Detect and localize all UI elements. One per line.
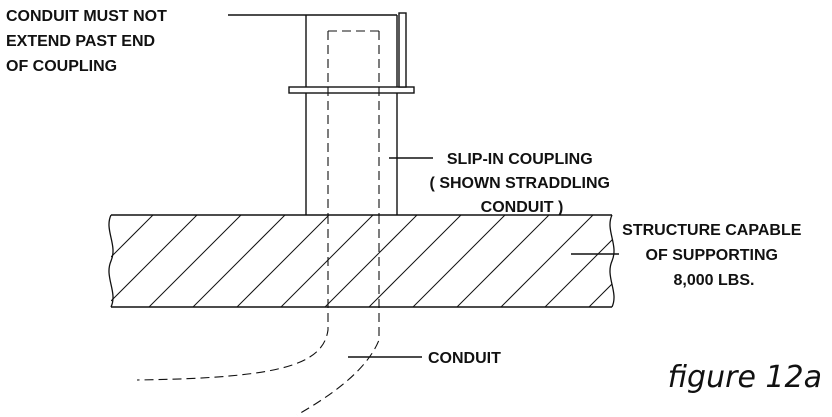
label-conduit: CONDUIT — [428, 350, 501, 367]
slip-in-coupling — [288, 12, 415, 215]
conduit — [136, 30, 380, 416]
label-structure: STRUCTURE CAPABLE OF SUPPORTING 8,000 LB… — [622, 222, 806, 289]
leader-lines — [228, 14, 619, 358]
label-conduit-must-not: CONDUIT MUST NOT EXTEND PAST END OF COUP… — [6, 8, 171, 75]
figure-caption: figure 12a — [668, 360, 822, 395]
structure-slab — [108, 214, 615, 308]
label-slip-in-coupling: SLIP-IN COUPLING ( SHOWN STRADDLING COND… — [430, 151, 615, 216]
